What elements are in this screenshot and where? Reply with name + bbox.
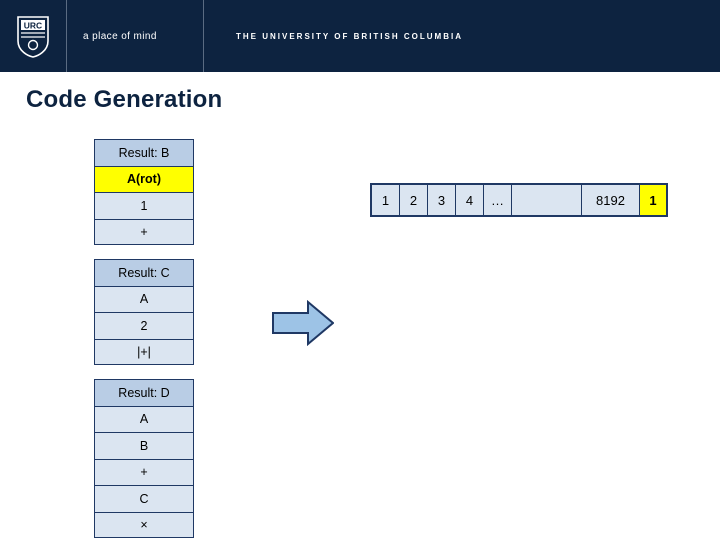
right-arrow-icon	[272, 299, 335, 347]
instruction-cell: 2	[94, 312, 194, 339]
instruction-cell: Result: D	[94, 379, 194, 406]
instruction-cell: 1	[94, 192, 194, 219]
instruction-cell: A(rot)	[94, 165, 194, 192]
tagline-container: a place of mind	[67, 0, 204, 72]
university-container: THE UNIVERSITY OF BRITISH COLUMBIA	[204, 0, 463, 72]
tape-cell: …	[484, 185, 512, 215]
instruction-cell: C	[94, 485, 194, 512]
tape-cell: 2	[400, 185, 428, 215]
tape-cell: 1	[372, 185, 400, 215]
instruction-cell: +	[94, 218, 194, 245]
svg-text:URC: URC	[24, 21, 42, 31]
tape-cell: 4	[456, 185, 484, 215]
instruction-cell: |+|	[94, 338, 194, 365]
tape-cell	[512, 185, 582, 215]
tape-cell: 3	[428, 185, 456, 215]
instruction-cell: A	[94, 285, 194, 312]
instruction-cell: +	[94, 458, 194, 485]
logo-container: URC	[0, 0, 67, 72]
instruction-cell: Result: B	[94, 139, 194, 166]
page-title: Code Generation	[26, 86, 223, 113]
ubc-shield-logo: URC	[16, 15, 50, 58]
university-name: THE UNIVERSITY OF BRITISH COLUMBIA	[236, 31, 463, 41]
instruction-cell: Result: C	[94, 259, 194, 286]
tape-cell: 8192	[582, 185, 640, 215]
instruction-cell: A	[94, 405, 194, 432]
page-header: URC a place of mind THE UNIVERSITY OF BR…	[0, 0, 720, 72]
instruction-cell: B	[94, 432, 194, 459]
tape-cell: 1	[640, 185, 666, 215]
tagline-text: a place of mind	[83, 30, 157, 42]
instruction-cell: ×	[94, 511, 194, 538]
